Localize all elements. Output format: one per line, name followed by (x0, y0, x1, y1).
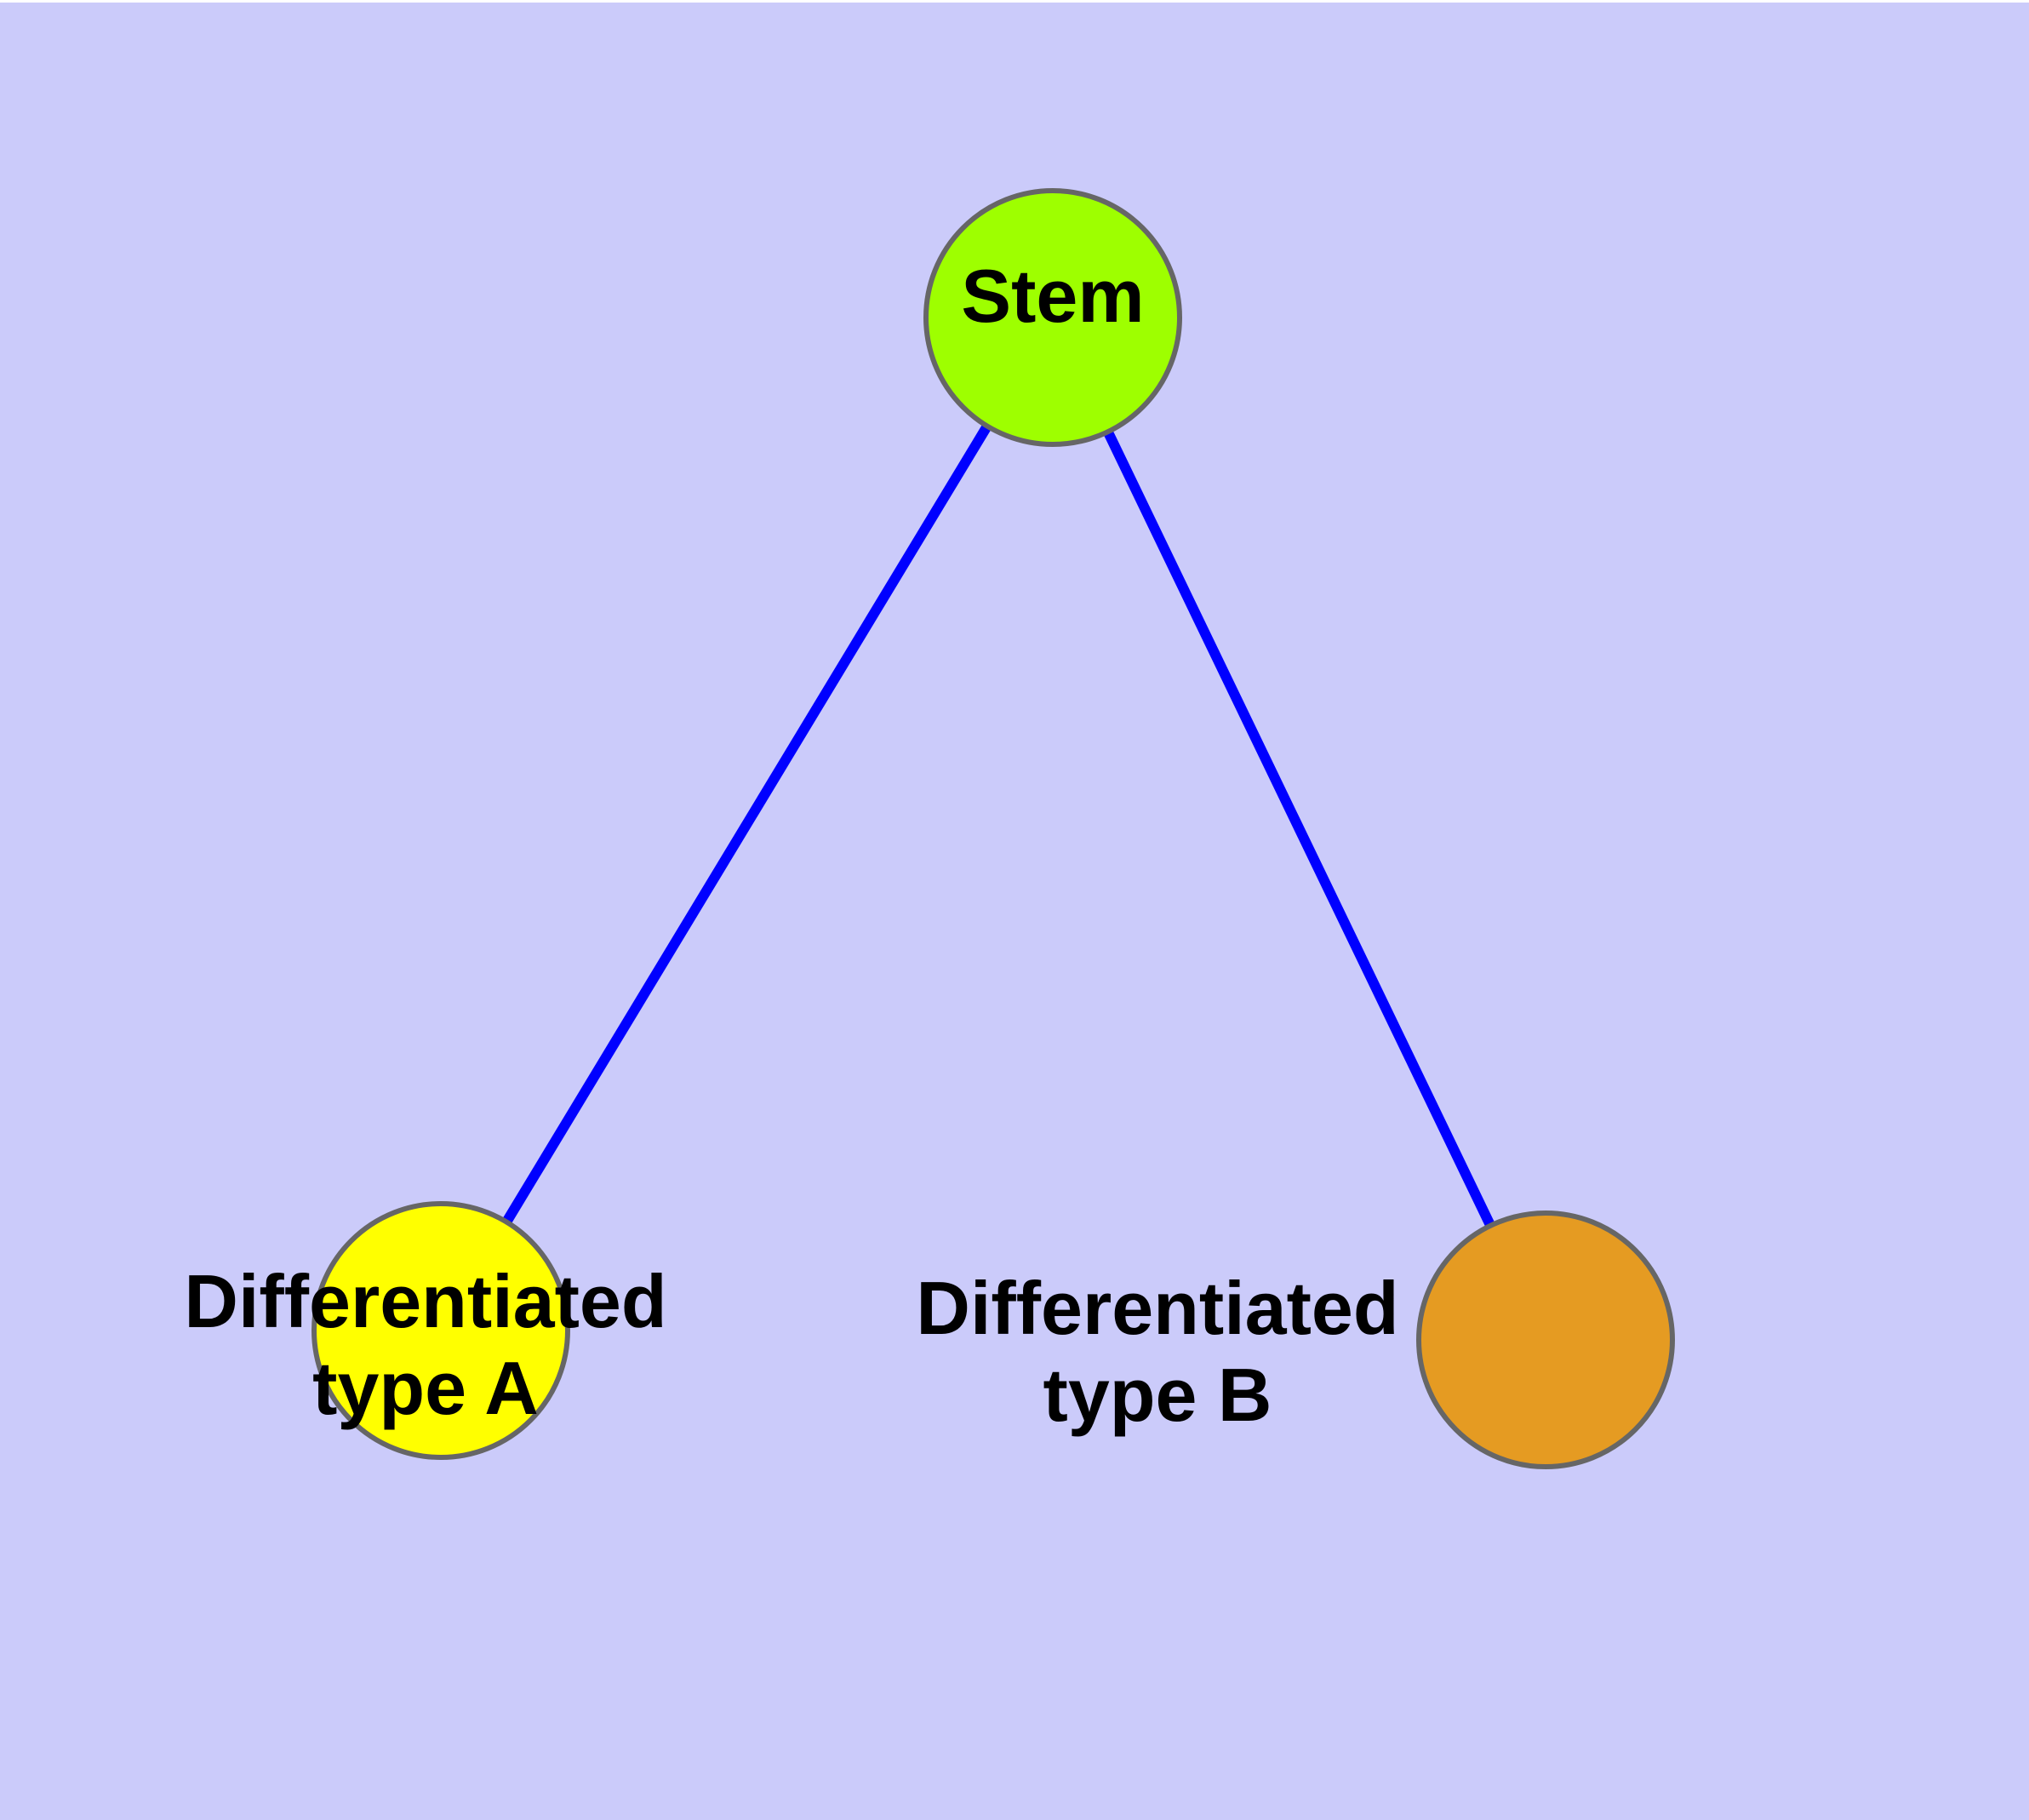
node-differentiated-type-a[interactable] (311, 1201, 570, 1460)
node-differentiated-type-b[interactable] (1416, 1210, 1675, 1469)
edge-stem-to-diff-a[interactable] (499, 418, 995, 1230)
node-stem[interactable] (923, 188, 1182, 447)
node-layer (311, 188, 1675, 1469)
edge-stem-to-diff-b[interactable] (1100, 424, 1498, 1233)
edge-layer (499, 418, 1498, 1233)
